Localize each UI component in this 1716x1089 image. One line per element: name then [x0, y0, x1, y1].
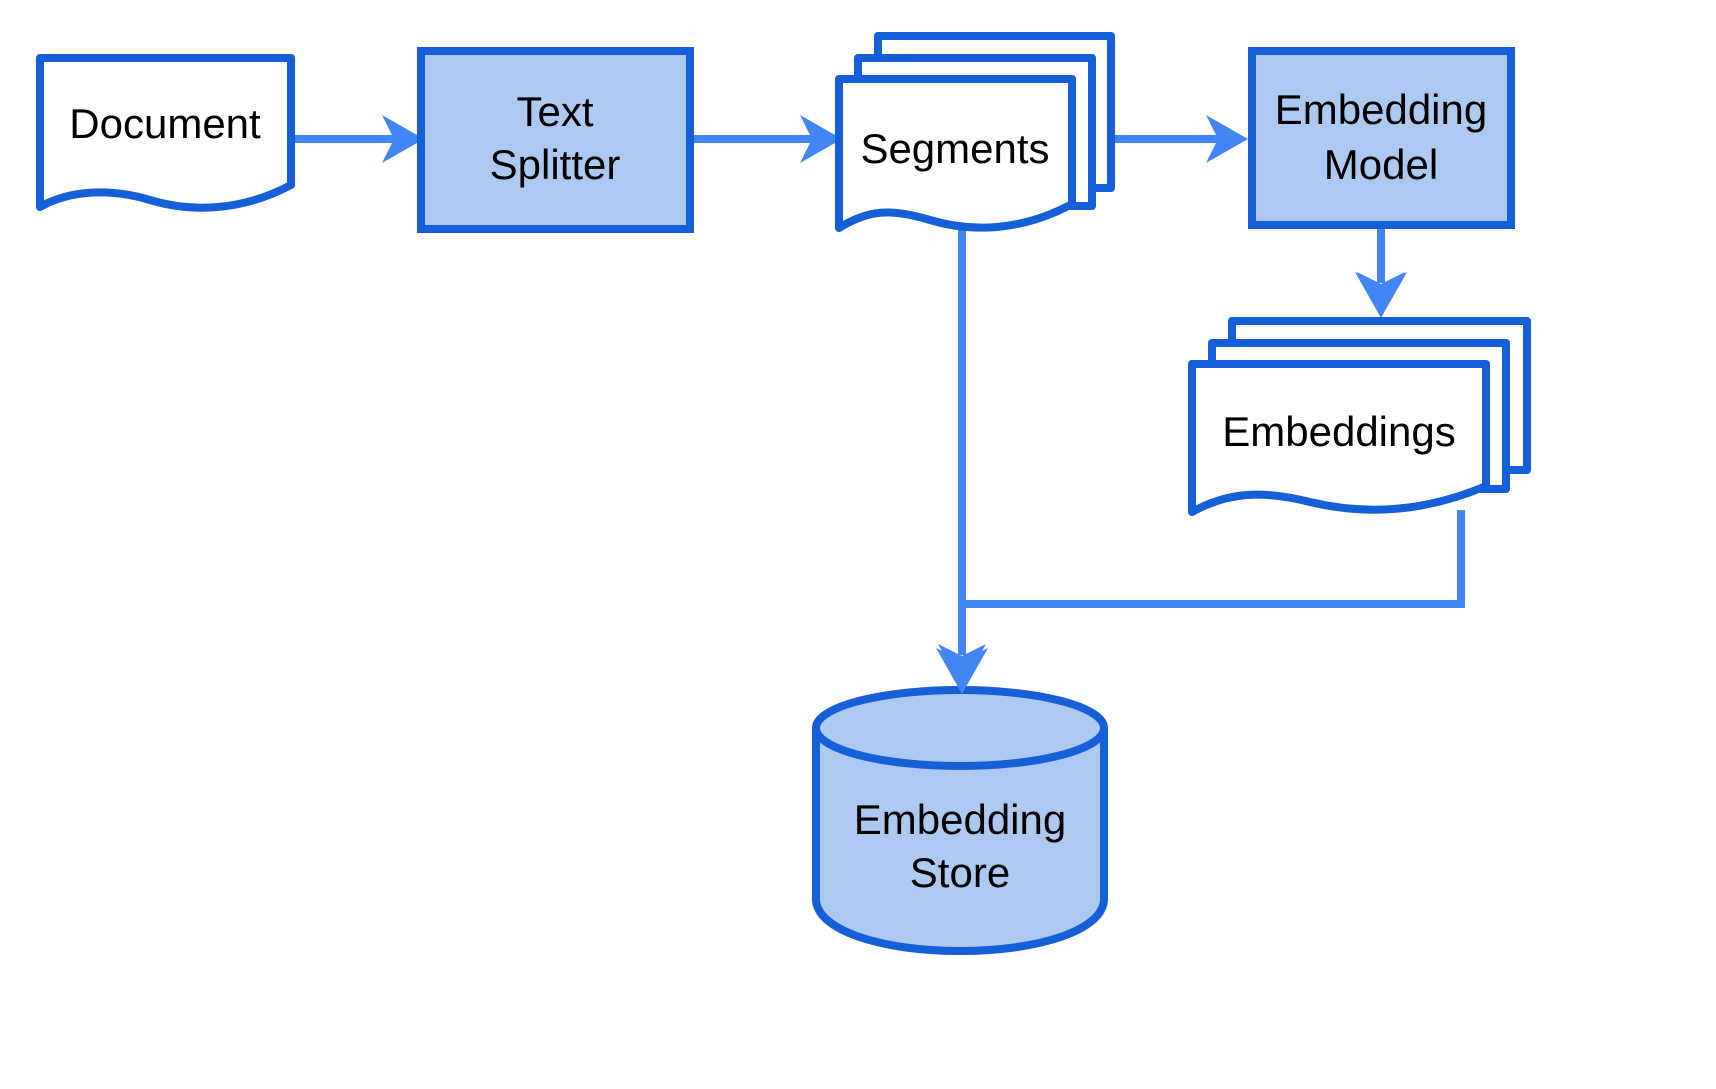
text-splitter-shape — [417, 47, 694, 233]
edge-splitter-to-segments-arrowhead — [800, 115, 842, 163]
document-shape — [36, 54, 295, 212]
text-splitter-label-line1: Text — [516, 88, 593, 135]
node-embeddings[interactable]: Embeddings — [1188, 317, 1531, 516]
edge-model-to-embeddings-arrowhead-overlay — [1355, 272, 1407, 318]
node-segments[interactable]: Segments — [835, 32, 1115, 232]
embedding-store-label-line1: Embedding — [854, 796, 1066, 843]
segments-label: Segments — [860, 125, 1049, 172]
embedding-model-shape — [1248, 47, 1515, 229]
embeddings-shape — [1188, 360, 1490, 516]
edge-segments-to-store-arrowhead-overlay — [936, 648, 988, 694]
embedding-store-label-line2: Store — [910, 849, 1010, 896]
text-splitter-label-line2: Splitter — [490, 141, 621, 188]
edge-document-to-splitter-arrowhead — [382, 115, 424, 163]
document-label: Document — [69, 100, 261, 147]
embedding-store-top-ellipse — [812, 686, 1108, 770]
segments-shape — [835, 75, 1076, 232]
edge-embeddings-to-store — [962, 510, 1465, 608]
node-embedding-model[interactable]: Embedding Model — [1248, 47, 1515, 229]
edge-segments-to-store — [938, 215, 986, 686]
embedding-model-label-line2: Model — [1324, 141, 1438, 188]
edge-document-to-splitter — [290, 115, 424, 163]
arrowhead-overlay-group — [936, 272, 1407, 694]
embedding-model-label-line1: Embedding — [1275, 86, 1487, 133]
edge-segments-to-model-arrowhead — [1206, 115, 1248, 163]
edge-segments-to-model — [1110, 115, 1248, 163]
edge-splitter-to-segments — [690, 115, 842, 163]
node-document[interactable]: Document — [36, 54, 295, 212]
node-text-splitter[interactable]: Text Splitter — [417, 47, 694, 233]
embeddings-label: Embeddings — [1222, 408, 1455, 455]
edge-embeddings-to-store-line — [962, 510, 1465, 608]
node-embedding-store[interactable]: Embedding Store — [812, 686, 1108, 955]
embedding-store-body — [812, 724, 1108, 955]
